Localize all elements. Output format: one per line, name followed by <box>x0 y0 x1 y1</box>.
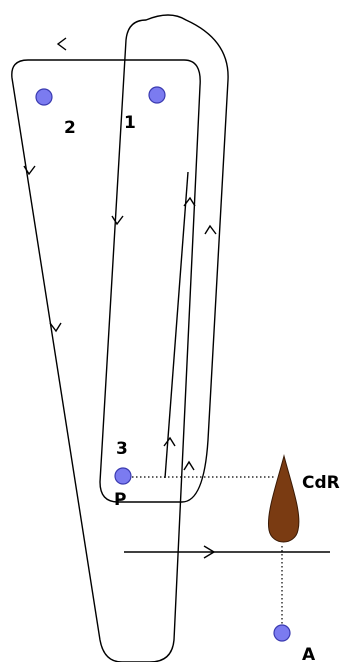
point-3-dot <box>114 467 132 485</box>
point-1-dot <box>148 86 166 104</box>
point-a-dot <box>273 624 291 642</box>
arrow-icon <box>183 196 196 207</box>
point-1-label: 1 <box>124 113 136 133</box>
cdr-label: CdR <box>302 473 340 493</box>
arrow-icon <box>204 224 217 235</box>
point-2: 2 <box>35 88 76 138</box>
arrow-icon <box>23 165 36 176</box>
point-1: 1 <box>124 86 166 133</box>
outer-path-loop <box>11 59 201 662</box>
point-3: 3 P <box>114 439 132 510</box>
point-3-label: 3 <box>116 439 128 459</box>
arrow-icon <box>183 460 195 471</box>
point-p-label: P <box>114 490 126 510</box>
point-a: A <box>273 624 316 662</box>
point-2-label: 2 <box>64 118 76 138</box>
arrow-icon <box>49 322 62 333</box>
inner-path-loop <box>99 14 229 503</box>
arrow-icon <box>111 215 124 226</box>
point-a-label: A <box>302 645 316 662</box>
point-2-dot <box>35 88 53 106</box>
inbound-leg-line <box>164 171 189 479</box>
cdr-teardrop-marker <box>267 454 300 543</box>
arrow-icon <box>163 436 176 447</box>
direction-arrows <box>23 37 217 559</box>
arrow-icon <box>203 545 216 559</box>
arrow-icon <box>56 37 67 51</box>
